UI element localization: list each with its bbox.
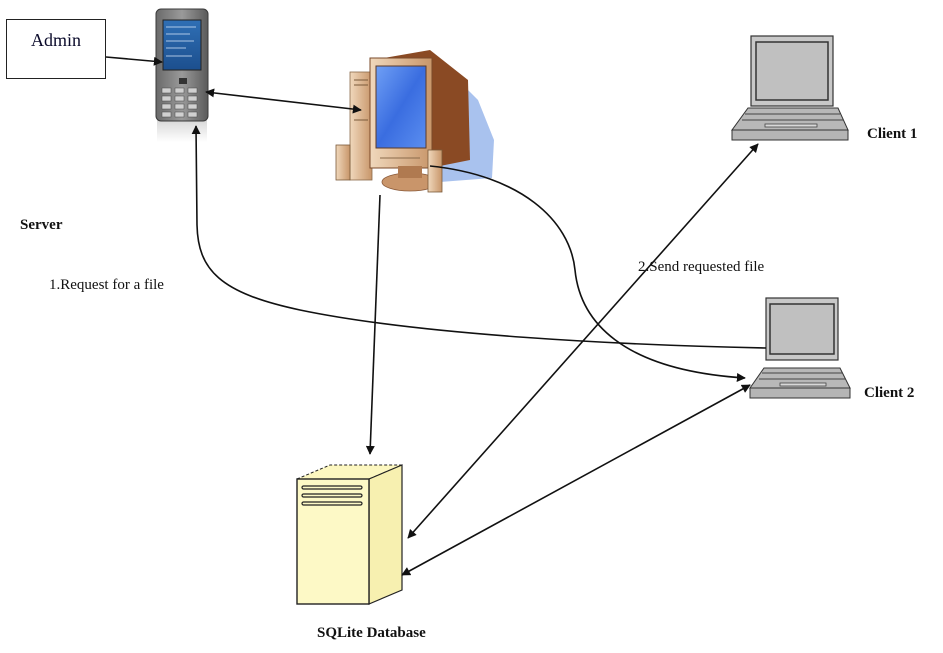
- send-file-label: 2.Send requested file: [638, 259, 765, 275]
- desktop-computer-icon: [335, 50, 494, 193]
- admin-node: Admin: [6, 19, 106, 79]
- edge-database-client2: [401, 384, 751, 576]
- admin-label: Admin: [30, 30, 81, 50]
- client2-label: Client 2: [864, 385, 915, 401]
- request-file-label: 1.Request for a file: [49, 277, 164, 293]
- edge-admin-to-server: [105, 56, 163, 66]
- edge-database-client1: [407, 143, 759, 539]
- client1-laptop-icon: [731, 35, 849, 141]
- edge-pc-to-database: [365, 194, 381, 455]
- server-label: Server: [20, 217, 63, 233]
- client1-label: Client 1: [867, 126, 918, 142]
- server-phone-icon: [155, 8, 209, 142]
- database-server-icon: [296, 464, 403, 605]
- client2-laptop-icon: [749, 297, 851, 399]
- database-label: SQLite Database: [317, 625, 426, 641]
- edge-server-pc: [205, 88, 362, 114]
